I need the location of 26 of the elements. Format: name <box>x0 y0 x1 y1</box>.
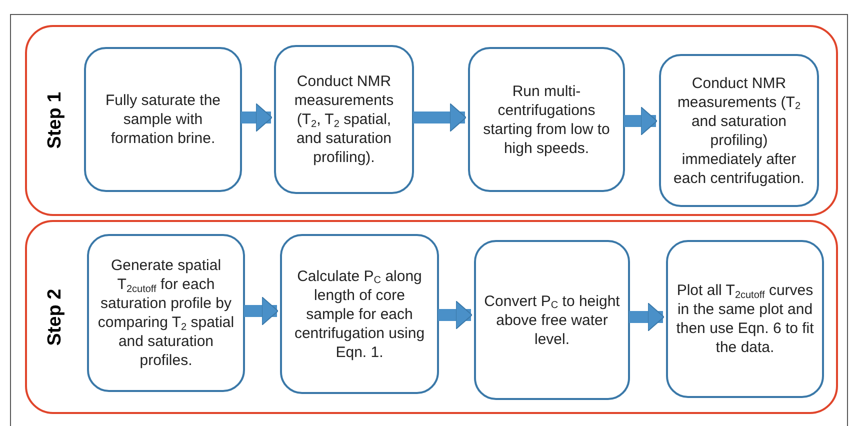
step-text: Fully saturate the sample with formation brine. <box>104 91 222 148</box>
process-box <box>274 45 414 194</box>
step-band <box>25 220 838 414</box>
step-label: Step 1 <box>44 92 67 150</box>
step-text: Convert P$_{C}$ to height above free water level. <box>484 292 620 348</box>
step-text: Run multi-centrifugations starting from low to high speeds. <box>482 82 611 158</box>
process-box <box>474 240 630 400</box>
process-box <box>468 47 625 192</box>
process-box <box>666 240 824 398</box>
step-text: Conduct NMR measurements (T$_{2}$ and saturation profiling) immediately after each centrifugation. <box>672 74 806 188</box>
process-box <box>280 234 439 394</box>
step-text: Plot all T$_{2cutoff}$ curves in the same plot and then use Eqn. 6 to fit the data. <box>676 281 814 357</box>
process-box <box>84 47 242 192</box>
step-band <box>25 25 838 216</box>
step-text: Generate spatial T$_{2cutoff}$ for each saturation profile by comparing T$_{2}$ spatial and saturation profiles. <box>97 256 235 370</box>
block-arrow <box>624 106 658 136</box>
process-box <box>659 54 819 207</box>
block-arrow <box>629 302 664 332</box>
block-arrow <box>244 296 278 326</box>
step-label: Step 2 <box>44 288 67 346</box>
block-arrow <box>413 103 466 132</box>
step-text: Conduct NMR measurements (T$_{2}$, T$_{2}$ spatial, and saturation profiling). <box>293 72 395 167</box>
step-text: Calculate P$_{C}$ along length of core sample for each centrifugation using Eqn. 1. <box>293 266 426 362</box>
process-box <box>87 234 245 392</box>
block-arrow <box>241 103 272 132</box>
block-arrow <box>438 300 472 330</box>
